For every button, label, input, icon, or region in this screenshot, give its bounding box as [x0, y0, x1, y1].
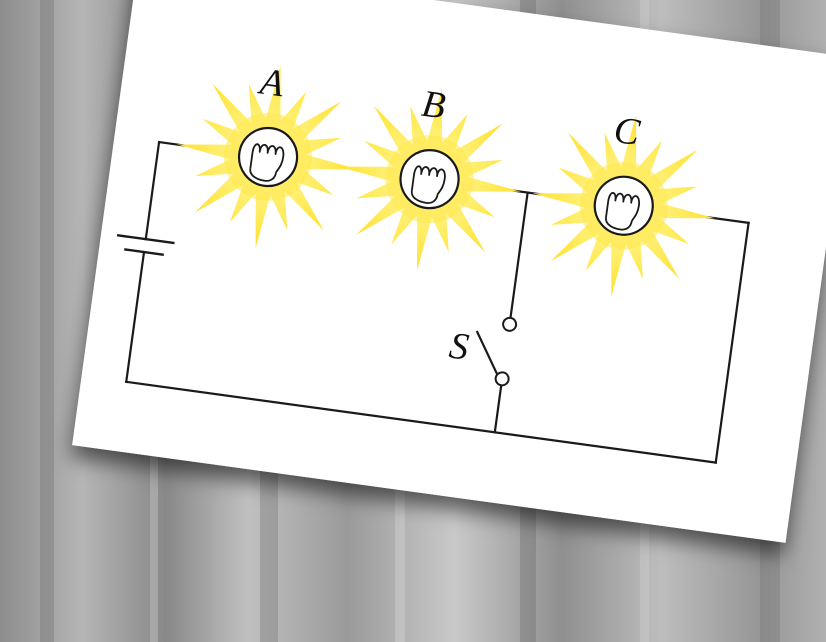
left-wire-lower — [125, 250, 146, 384]
left-wire-upper — [144, 140, 161, 241]
bulb-a — [176, 65, 360, 249]
switch-blade — [475, 330, 500, 377]
card-background — [72, 0, 826, 543]
filament-icon — [249, 143, 285, 173]
bulb-label-b: B — [419, 83, 448, 128]
bulb-globe — [237, 126, 299, 188]
filament-base — [410, 190, 439, 204]
bulb-c — [532, 114, 715, 297]
bulb-globe — [399, 149, 460, 210]
battery — [116, 234, 175, 256]
filament-base — [605, 217, 633, 231]
diagram-card: A B C S — [72, 0, 826, 543]
battery-short-plate — [124, 248, 164, 256]
switch-contact-bottom — [494, 371, 510, 387]
filament-base — [249, 168, 277, 182]
right-wire — [714, 221, 750, 464]
switch-branch-top — [509, 191, 529, 320]
filament-icon — [410, 165, 446, 195]
filament-icon — [605, 191, 640, 222]
battery-long-plate — [116, 234, 175, 245]
switch-contact-top — [502, 316, 518, 332]
bulb-globe — [593, 175, 654, 236]
bottom-wire — [125, 380, 717, 464]
bulb-b — [338, 87, 521, 271]
switch-branch-bottom — [493, 383, 503, 434]
